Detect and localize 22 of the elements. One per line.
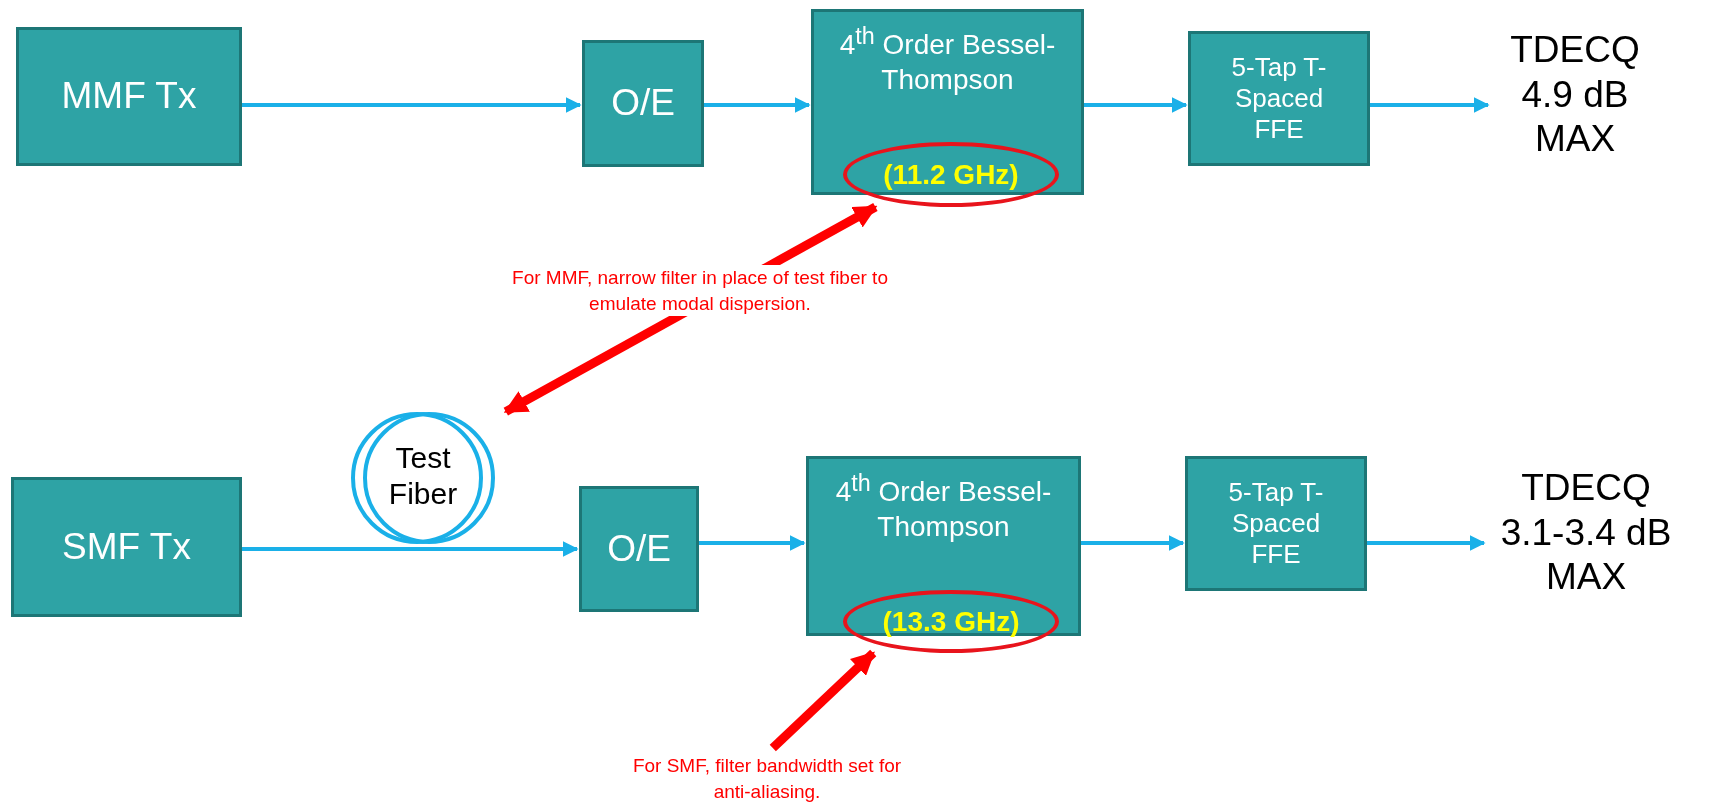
arrow [704, 97, 811, 113]
note-text: For SMF, filter bandwidth set for anti-aliasing. [622, 748, 912, 810]
arrow [503, 203, 878, 416]
highlight-ellipse: (11.2 GHz) [843, 142, 1059, 207]
arrow [1370, 97, 1490, 113]
arrow [423, 541, 579, 557]
process-box: SMF Tx [11, 477, 242, 617]
arrow [1084, 97, 1188, 113]
result-text: TDECQ 3.1-3.4 dB MAX [1486, 448, 1686, 618]
process-box: 5-Tap T-Spaced FFE [1188, 31, 1370, 166]
process-box: 5-Tap T-Spaced FFE [1185, 456, 1367, 591]
process-box: MMF Tx [16, 27, 242, 166]
process-box: O/E [582, 40, 704, 167]
result-text: TDECQ 4.9 dB MAX [1490, 10, 1660, 180]
process-box: O/E [579, 486, 699, 612]
arrow [1081, 535, 1185, 551]
arrow [242, 97, 582, 113]
arrow [1367, 535, 1486, 551]
arrow [769, 649, 877, 752]
arrow [699, 535, 806, 551]
highlight-ellipse: (13.3 GHz) [843, 590, 1059, 653]
connector-line [242, 547, 423, 551]
